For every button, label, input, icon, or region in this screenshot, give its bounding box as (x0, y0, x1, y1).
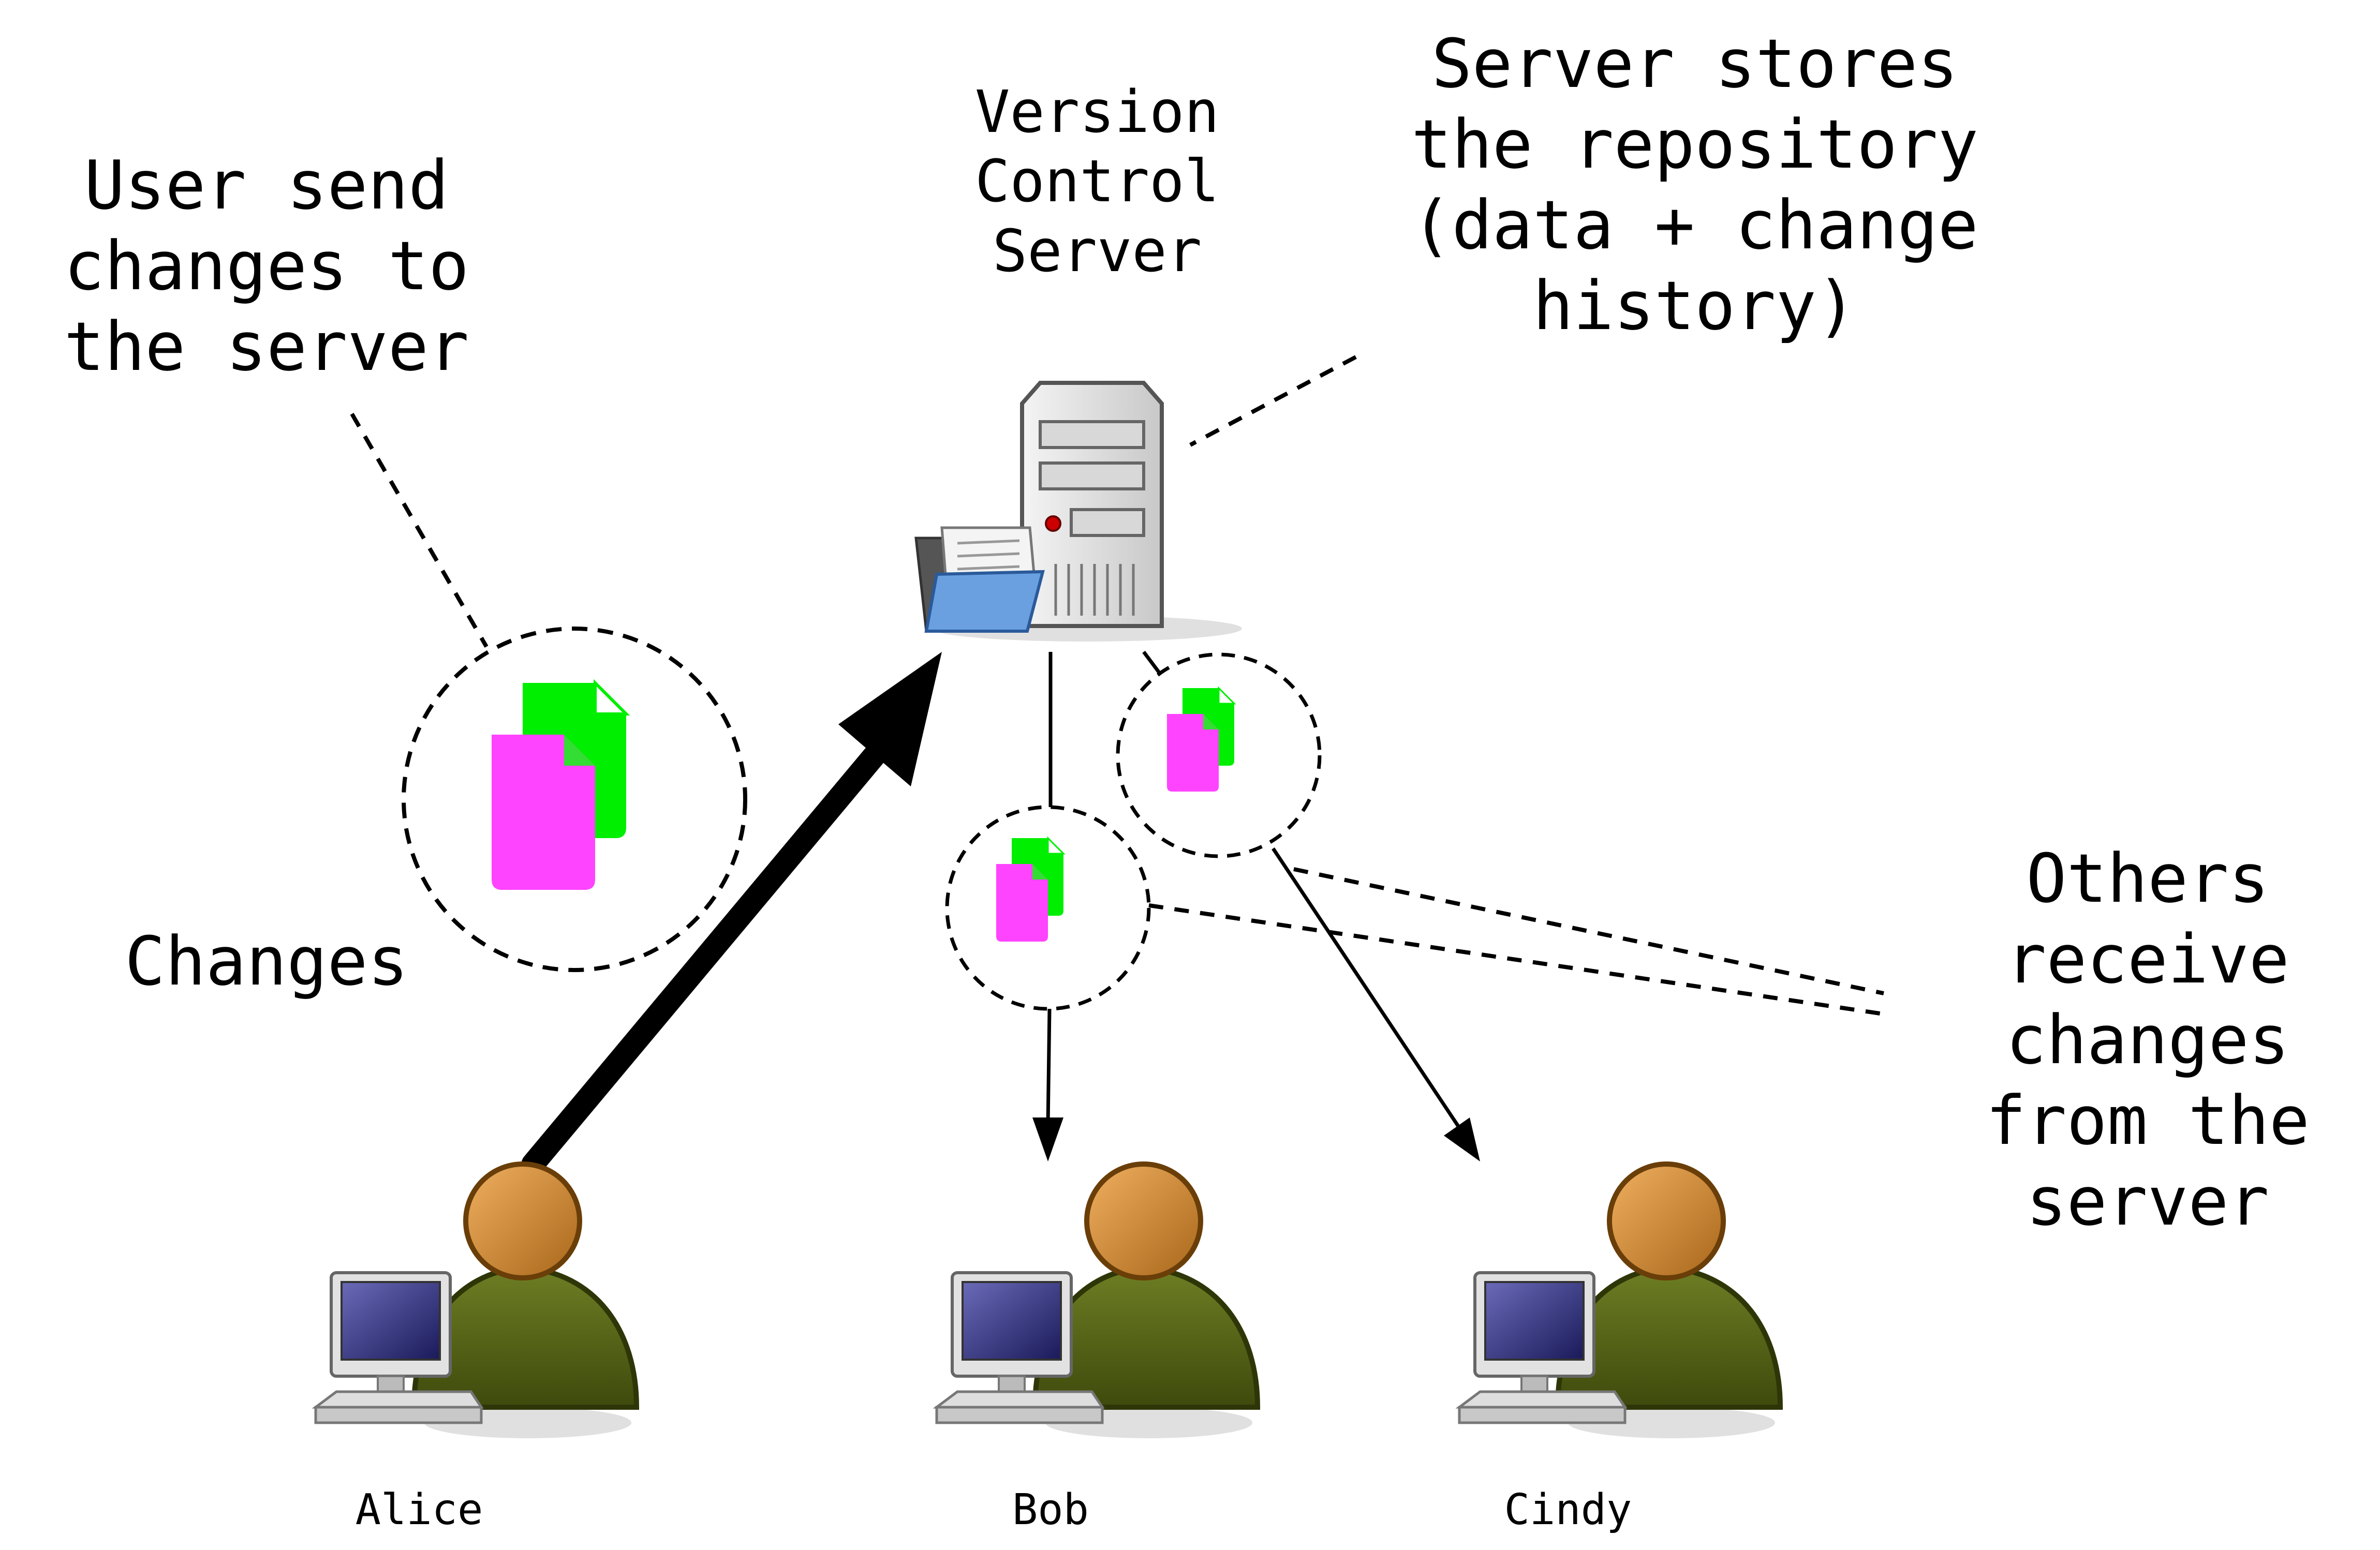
changes-circle-bob (945, 805, 1151, 1011)
server-name-label: Version Control Server (974, 79, 1219, 285)
arrow-head-to-cindy (1444, 1117, 1480, 1161)
line-server-to-cindy-upper (1142, 650, 1161, 674)
annotation-others-receive: Others receive changes from the server (1985, 839, 2310, 1241)
arrow-head-to-bob (1032, 1117, 1063, 1161)
annotation-user-send: User send changes to the server (64, 146, 469, 386)
documents-icon-small-cindy (1166, 687, 1235, 793)
user-computer-icon-alice (316, 1164, 637, 1438)
arrow-head-alice-to-server (838, 652, 942, 786)
changes-circle-cindy (1116, 652, 1322, 858)
user-computer-icon-cindy (1459, 1164, 1780, 1438)
annotation-changes: Changes (125, 922, 408, 1001)
arrow-server-to-bob (1046, 1008, 1052, 1126)
changes-circle (402, 627, 747, 972)
server-icon (932, 381, 1242, 642)
documents-icon-small-bob (995, 837, 1065, 943)
arrow-alice-to-server (521, 743, 886, 1176)
annotation-line-user-send (350, 412, 489, 648)
arrow-server-to-cindy (1272, 847, 1461, 1129)
annotation-server-stores: Server stores the repository (data + cha… (1411, 24, 1978, 345)
annotation-line-server-stores (1189, 355, 1357, 447)
documents-icon (492, 683, 626, 890)
user-label-alice: Alice (355, 1485, 483, 1534)
annotation-line-others-1 (1293, 867, 1884, 995)
user-label-cindy: Cindy (1504, 1485, 1632, 1534)
user-computer-icon-bob (937, 1164, 1258, 1438)
annotation-line-others-2 (1148, 903, 1884, 1016)
user-label-bob: Bob (1012, 1485, 1089, 1534)
folder-icon (914, 526, 1045, 633)
